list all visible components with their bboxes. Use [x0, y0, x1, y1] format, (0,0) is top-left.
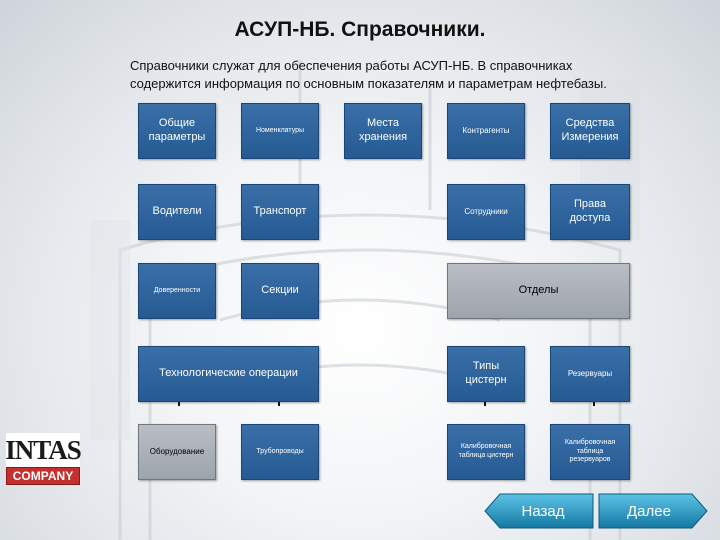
box-pipelines[interactable]: Трубопроводы	[241, 424, 319, 480]
box-label: Оборудование	[149, 447, 205, 456]
box-label: Калибровочная	[564, 438, 616, 446]
box-label: Права	[574, 198, 606, 211]
box-label: Водители	[152, 205, 202, 218]
logo-name: INTAS	[5, 433, 82, 467]
box-label: Технологические операции	[159, 367, 298, 380]
box-label: Номенклатуры	[255, 126, 305, 134]
box-label: Измерения	[561, 131, 619, 143]
box-departments[interactable]: Отделы	[447, 263, 630, 319]
intas-company-logo: INTAS COMPANY	[5, 433, 82, 495]
box-label: таблица резервуаров	[569, 447, 611, 464]
box-sections[interactable]: Секции	[241, 263, 319, 319]
next-button[interactable]: Далее	[598, 493, 708, 529]
left-arrow-icon	[484, 493, 594, 529]
box-label: доступа	[569, 212, 611, 224]
box-label: Контрагенты	[462, 126, 510, 135]
box-label: Секции	[261, 284, 299, 297]
description: Справочники служат для обеспечения работ…	[130, 57, 690, 93]
description-line-2: содержится информация по основным показа…	[130, 76, 607, 91]
box-label: Калибровочная	[460, 443, 512, 451]
box-drivers[interactable]: Водители	[138, 184, 216, 240]
box-label: параметры	[148, 131, 206, 143]
logo-company: COMPANY	[6, 467, 80, 485]
box-label: таблица цистерн	[458, 452, 514, 459]
box-reservoirs[interactable]: Резервуары	[550, 346, 630, 402]
box-label: Трубопроводы	[256, 447, 304, 455]
box-label: Сотрудники	[464, 207, 508, 216]
box-tank-types[interactable]: Типы цистерн	[447, 346, 525, 402]
box-label: Отделы	[518, 284, 559, 297]
box-label: Резервуары	[567, 369, 613, 378]
box-employees[interactable]: Сотрудники	[447, 184, 525, 240]
box-label: Типы цистерн	[465, 360, 507, 386]
back-button-label: Назад	[521, 502, 565, 520]
box-equipment[interactable]: Оборудование	[138, 424, 216, 480]
box-label: хранения	[358, 131, 408, 143]
box-counterparties[interactable]: Контрагенты	[447, 103, 525, 159]
box-nomenclature[interactable]: Номенклатуры	[241, 103, 319, 159]
description-line-1: Справочники служат для обеспечения работ…	[130, 58, 573, 73]
box-powers-of-attorney[interactable]: Доверенности	[138, 263, 216, 319]
box-transport[interactable]: Транспорт	[241, 184, 319, 240]
box-label: Транспорт	[253, 205, 307, 218]
right-arrow-icon	[598, 493, 708, 529]
back-button[interactable]: Назад	[484, 493, 594, 529]
next-button-label: Далее	[627, 502, 671, 520]
box-label: Средства	[565, 117, 615, 130]
box-technological-operations[interactable]: Технологические операции	[138, 346, 319, 402]
box-label: Общие	[158, 117, 196, 130]
box-label: Доверенности	[153, 286, 201, 294]
page-title: АСУП-НБ. Справочники.	[234, 18, 486, 41]
box-label: Места	[367, 117, 399, 130]
